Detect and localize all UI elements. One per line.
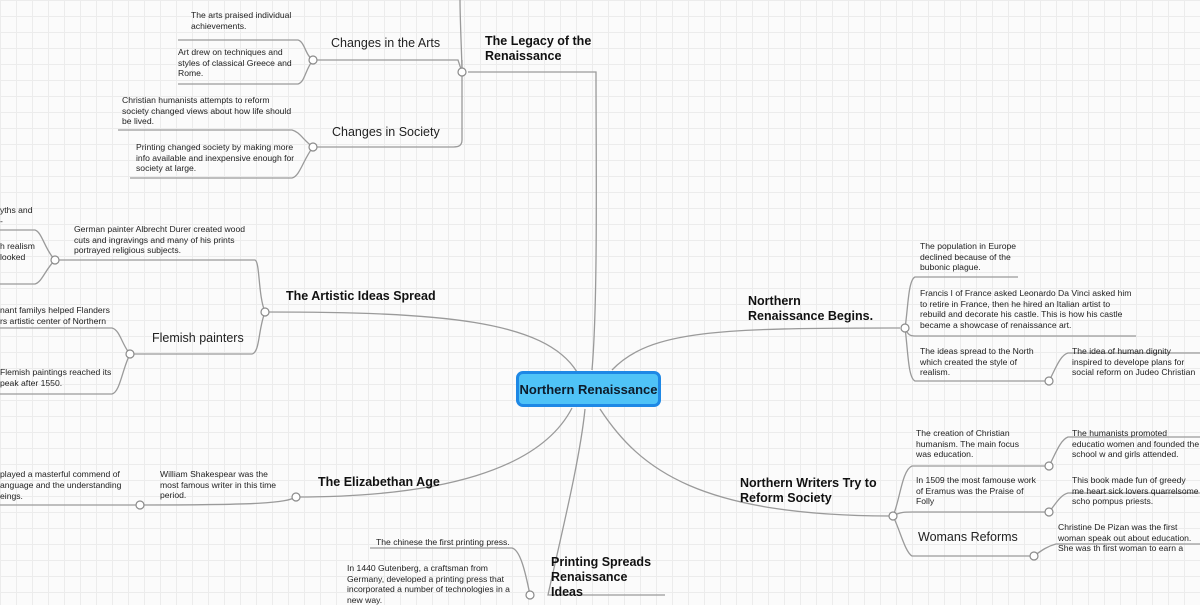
- note-art-classical[interactable]: Art drew on techniques and styles of cla…: [178, 47, 292, 78]
- note-partial-2[interactable]: -: [0, 216, 3, 226]
- note-partial-1[interactable]: yths and: [0, 205, 33, 215]
- topic-legacy-of-renaissance[interactable]: The Legacy of the Renaissance: [485, 34, 592, 63]
- link-root-writers: [599, 408, 894, 517]
- note-shakespeare[interactable]: William Shakespear was the most famous w…: [160, 469, 277, 500]
- note-flemish-2[interactable]: rs artistic center of Northern: [0, 316, 107, 326]
- note-erasmus[interactable]: In 1509 the most famouse work of Eramus …: [916, 475, 1036, 506]
- subtopic-changes-in-society[interactable]: Changes in Society: [332, 125, 440, 139]
- subtopic-changes-in-arts[interactable]: Changes in the Arts: [331, 36, 441, 50]
- note-partial-4[interactable]: looked: [0, 252, 26, 262]
- note-eliz-partial-3[interactable]: eings.: [0, 491, 23, 501]
- link-root-artistic: [264, 311, 578, 373]
- note-ideas-spread[interactable]: The ideas spread to the North which crea…: [920, 346, 1034, 377]
- note-christine-de-pizan[interactable]: Christine De Pizan was the first woman s…: [1058, 522, 1192, 554]
- note-printing-changed[interactable]: Printing changed society by making more …: [136, 142, 295, 173]
- note-flemish-4[interactable]: peak after 1550.: [0, 378, 63, 388]
- note-humanists-education[interactable]: The humanists promoted educatio women an…: [1072, 428, 1200, 459]
- note-christian-humanism[interactable]: The creation of Christian humanism. The …: [916, 428, 1020, 459]
- topic-northern-begins[interactable]: Northern Renaissance Begins.: [748, 294, 874, 323]
- note-arts-praised[interactable]: The arts praised individual achievements…: [191, 10, 292, 31]
- link-root-elizabethan: [295, 407, 573, 498]
- note-eliz-partial-2[interactable]: anguage and the understanding: [0, 480, 122, 490]
- link-root-printing: [547, 408, 665, 596]
- note-durer[interactable]: German painter Albrecht Durer created wo…: [74, 224, 246, 255]
- link-root-legacy: [468, 71, 597, 371]
- topic-printing-spreads[interactable]: Printing Spreads Renaissance Ideas: [551, 555, 652, 599]
- topic-northern-writers[interactable]: Northern Writers Try to Reform Society: [740, 476, 877, 505]
- note-human-dignity[interactable]: The idea of human dignity inspired to de…: [1072, 346, 1196, 378]
- note-chinese-printing[interactable]: The chinese the first printing press.: [376, 537, 510, 547]
- note-flemish-3[interactable]: Flemish paintings reached its: [0, 367, 112, 377]
- topic-artistic-ideas[interactable]: The Artistic Ideas Spread: [286, 289, 436, 303]
- note-eliz-partial-1[interactable]: played a masterful commend of: [0, 469, 120, 479]
- note-francis[interactable]: Francis I of France asked Leonardo Da Vi…: [920, 288, 1132, 330]
- subtopic-womans-reforms[interactable]: Womans Reforms: [918, 530, 1018, 544]
- note-flemish-1[interactable]: nant familys helped Flanders: [0, 305, 110, 315]
- subtopic-flemish-painters[interactable]: Flemish painters: [152, 331, 244, 345]
- note-christian-humanists[interactable]: Christian humanists attempts to reform s…: [122, 95, 292, 126]
- topic-elizabethan-age[interactable]: The Elizabethan Age: [318, 475, 440, 489]
- note-book-fun[interactable]: This book made fun of greedy me heart si…: [1072, 475, 1199, 506]
- note-population[interactable]: The population in Europe declined becaus…: [920, 241, 1017, 272]
- link-root-begins: [611, 327, 901, 371]
- central-topic[interactable]: Northern Renaissance: [516, 371, 661, 407]
- note-gutenberg[interactable]: In 1440 Gutenberg, a craftsman from Germ…: [347, 563, 510, 605]
- note-partial-3[interactable]: h realism: [0, 241, 35, 251]
